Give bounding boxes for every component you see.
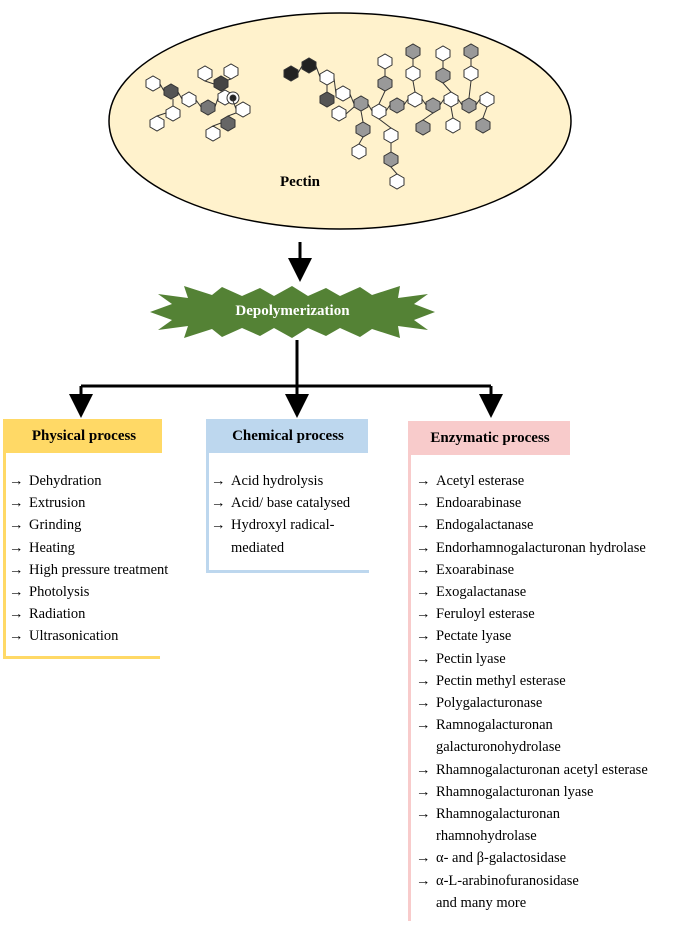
chemical-process-title: Chemical process xyxy=(208,419,368,453)
right-arrow-icon: → xyxy=(416,872,431,889)
right-arrow-icon: → xyxy=(416,517,431,534)
list-item: →Grinding xyxy=(9,514,168,536)
list-item: →Heating xyxy=(9,537,168,559)
list-item: →Acid/ base catalysed xyxy=(211,492,350,514)
list-item: →α- and β-galactosidase xyxy=(416,847,648,869)
list-item: →Ramnogalacturonan xyxy=(416,714,648,736)
list-item: →Photolysis xyxy=(9,581,168,603)
right-arrow-icon: → xyxy=(416,695,431,712)
right-arrow-icon: → xyxy=(9,606,24,623)
list-item: →Endoarabinase xyxy=(416,492,648,514)
right-arrow-icon: → xyxy=(416,850,431,867)
list-item: →α-L-arabinofuranosidase xyxy=(416,870,648,892)
enzymatic-process-frame xyxy=(408,421,412,921)
list-item-continuation: and many more xyxy=(436,894,527,911)
list-item: →Exogalactanase xyxy=(416,581,648,603)
right-arrow-icon: → xyxy=(9,495,24,512)
right-arrow-icon: → xyxy=(416,539,431,556)
right-arrow-icon: → xyxy=(416,473,431,489)
depolymerization-starburst xyxy=(150,286,435,338)
list-item: →Radiation xyxy=(9,603,168,625)
right-arrow-icon: → xyxy=(211,495,226,512)
right-arrow-icon: → xyxy=(416,806,431,823)
list-item: →Ultrasonication xyxy=(9,625,168,647)
list-item-continuation: mediated xyxy=(231,539,285,556)
list-item: →Feruloyl esterase xyxy=(416,603,648,625)
depolymerization-label: Depolymerization xyxy=(235,303,350,319)
right-arrow-icon: → xyxy=(416,783,431,800)
physical-process-frame xyxy=(3,419,160,659)
pectin-label: Pectin xyxy=(280,174,320,190)
right-arrow-icon: → xyxy=(416,650,431,667)
right-arrow-icon: → xyxy=(9,628,24,645)
list-item: →Rhamnogalacturonan xyxy=(416,803,648,825)
right-arrow-icon: → xyxy=(416,717,431,734)
list-item: →Dehydration xyxy=(9,470,168,492)
right-arrow-icon: → xyxy=(416,761,431,778)
pectin-molecule-icon xyxy=(145,43,495,190)
list-item: →High pressure treatment xyxy=(9,559,168,581)
right-arrow-icon: → xyxy=(9,561,24,578)
right-arrow-icon: → xyxy=(211,517,226,534)
list-item: →Rhamnogalacturonan lyase xyxy=(416,781,648,803)
list-item: →Exoarabinase xyxy=(416,559,648,581)
list-item: →Pectin methyl esterase xyxy=(416,670,648,692)
list-item: →Pectin lyase xyxy=(416,648,648,670)
right-arrow-icon: → xyxy=(211,473,226,489)
right-arrow-icon: → xyxy=(9,517,24,534)
list-item: →Rhamnogalacturonan acetyl esterase xyxy=(416,759,648,781)
right-arrow-icon: → xyxy=(416,561,431,578)
list-item: →Pectate lyase xyxy=(416,625,648,647)
list-item: →Acetyl esterase xyxy=(416,470,648,492)
chemical-process-frame xyxy=(206,419,369,573)
right-arrow-icon: → xyxy=(9,584,24,601)
list-item: →Polygalacturonase xyxy=(416,692,648,714)
list-item: →Acid hydrolysis xyxy=(211,470,350,492)
chemical-process-list: →Acid hydrolysis →Acid/ base catalysed →… xyxy=(211,470,350,559)
right-arrow-icon: → xyxy=(416,584,431,601)
right-arrow-icon: → xyxy=(416,628,431,645)
right-arrow-icon: → xyxy=(9,539,24,556)
list-item: →Endogalactanase xyxy=(416,514,648,536)
pectin-ellipse xyxy=(108,12,572,230)
list-item: →Endorhamnogalacturonan hydrolase xyxy=(416,537,648,559)
physical-process-title: Physical process xyxy=(6,419,162,453)
right-arrow-icon: → xyxy=(416,672,431,689)
physical-process-list: →Dehydration →Extrusion →Grinding →Heati… xyxy=(9,470,168,648)
list-item-continuation: galacturonohydrolase xyxy=(436,739,561,756)
list-item: →Hydroxyl radical- xyxy=(211,514,350,536)
list-item-continuation: rhamnohydrolase xyxy=(436,828,537,845)
enzymatic-process-list: →Acetyl esterase →Endoarabinase →Endogal… xyxy=(416,470,648,914)
right-arrow-icon: → xyxy=(416,606,431,623)
list-item: →Extrusion xyxy=(9,492,168,514)
right-arrow-icon: → xyxy=(9,473,24,489)
enzymatic-process-title: Enzymatic process xyxy=(410,421,570,455)
right-arrow-icon: → xyxy=(416,495,431,512)
